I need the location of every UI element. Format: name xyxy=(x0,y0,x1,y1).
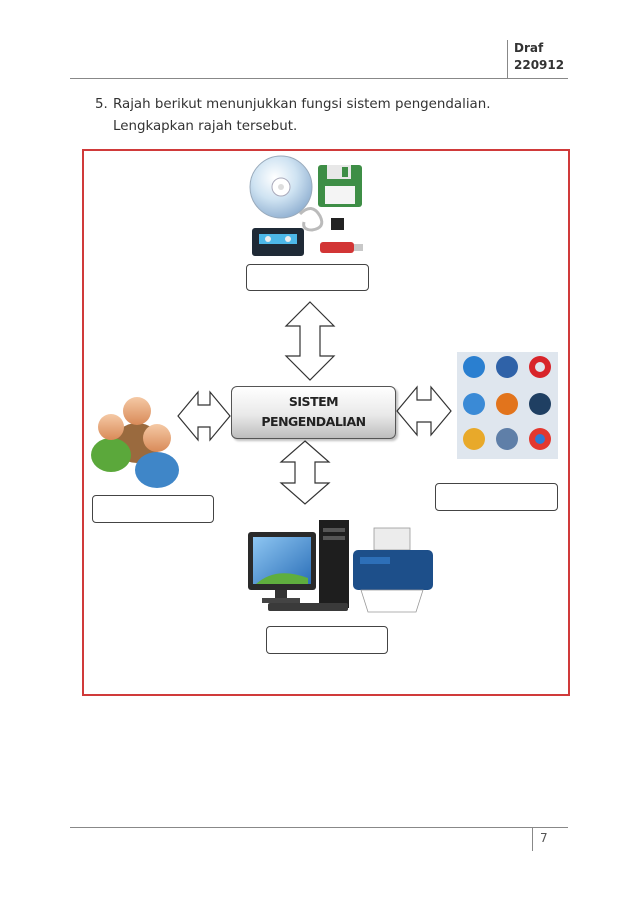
users-icon xyxy=(91,397,179,488)
page-number-box: 7 xyxy=(532,827,563,851)
header-divider xyxy=(70,78,568,79)
draft-label-box: Draf 220912 xyxy=(507,40,568,78)
center-label-line-2: PENGENDALIAN xyxy=(261,414,366,429)
draft-label: Draf xyxy=(514,41,544,55)
page-number: 7 xyxy=(540,831,548,845)
arrow-top xyxy=(284,301,336,381)
draft-code: 220912 xyxy=(514,58,565,72)
answer-box-users[interactable] xyxy=(92,495,214,523)
question-line-2: Lengkapkan rajah tersebut. xyxy=(113,119,298,134)
footer-divider xyxy=(70,827,568,828)
answer-box-hardware[interactable] xyxy=(266,626,388,654)
question-line-1: Rajah berikut menunjukkan fungsi sistem … xyxy=(113,97,491,112)
arrow-right xyxy=(396,385,452,437)
question-text: 5. Rajah berikut menunjukkan fungsi sist… xyxy=(95,94,565,138)
answer-box-software[interactable] xyxy=(435,483,558,511)
center-operating-system-box: SISTEM PENGENDALIAN xyxy=(231,386,396,439)
center-label-line-1: SISTEM xyxy=(288,394,339,409)
storage-media-icon xyxy=(249,155,363,256)
diagram-frame xyxy=(82,149,570,696)
computer-hardware-icon xyxy=(248,520,433,613)
software-apps-icon xyxy=(457,352,558,459)
answer-box-storage[interactable] xyxy=(246,264,369,291)
question-number: 5. xyxy=(95,97,108,112)
arrow-left xyxy=(177,390,231,442)
arrow-bottom xyxy=(279,440,331,505)
double-arrows xyxy=(177,301,452,505)
